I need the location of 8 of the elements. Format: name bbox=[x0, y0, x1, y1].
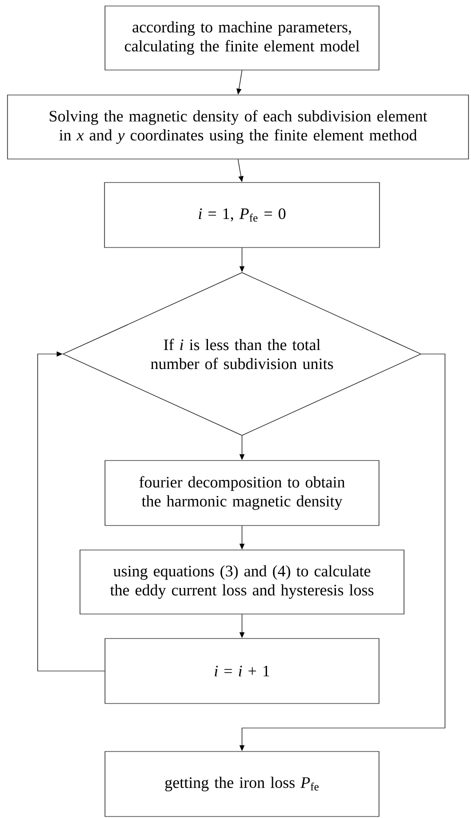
process-box: using equations (3) and (4) to calculate the eddy current loss and hysteresis loss bbox=[80, 550, 404, 614]
process-box: i = i + 1 bbox=[104, 638, 380, 704]
arrow bbox=[37, 351, 105, 672]
process-box: getting the iron loss P$_{fe}$ bbox=[104, 751, 380, 817]
process-box: fourier decomposition to obtain the harmonic magnetic density bbox=[104, 460, 380, 526]
process-box: Solving the magnetic density of each subdivision element in x and y coordinates using the finite element method bbox=[7, 94, 469, 160]
process-box: according to machine parameters, calculating the finite element model bbox=[104, 6, 380, 70]
process-box: i = 1, P$_{fe}$ = 0 bbox=[104, 182, 380, 248]
